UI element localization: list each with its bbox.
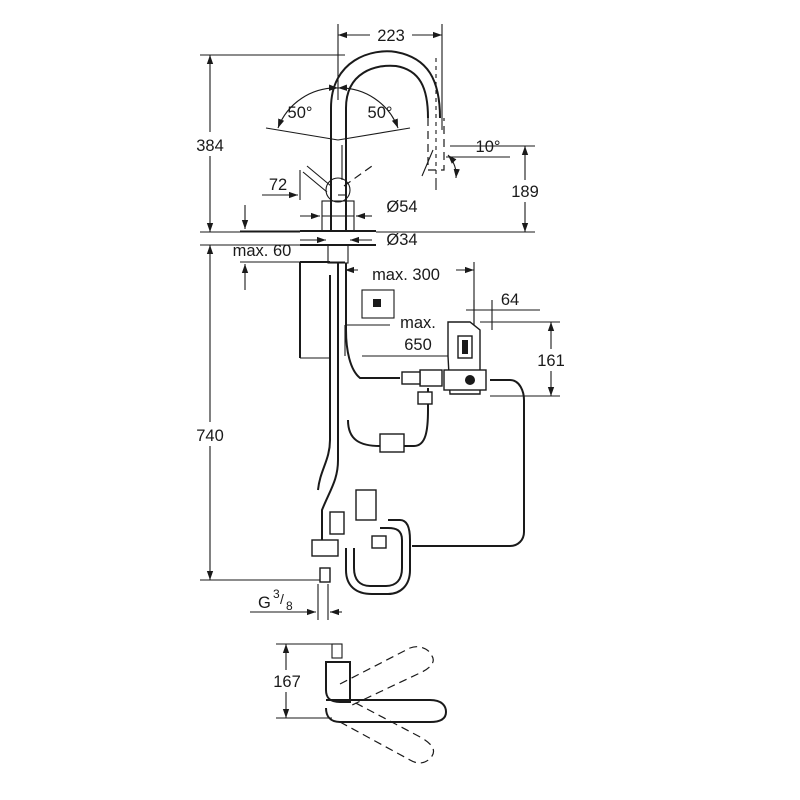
label-10: 10° [476, 138, 501, 156]
plan-view [325, 643, 448, 764]
label-max650-line2: 650 [404, 336, 432, 354]
sensor-box [361, 289, 395, 319]
dimension-223: 223 [337, 24, 443, 130]
dimension-740: 740 [188, 244, 320, 581]
angle-10: 10° [435, 138, 510, 190]
label-max650-line1: max. [400, 314, 436, 332]
thread-g38: G 3 / 8 [250, 584, 342, 620]
label-189: 189 [511, 183, 539, 201]
dimension-167: 167 [266, 643, 332, 719]
dimension-dia34: Ø34 [300, 231, 418, 249]
label-50-left: 50° [288, 104, 313, 122]
label-64: 64 [501, 291, 519, 309]
label-thread-g: G [258, 594, 271, 612]
label-223: 223 [377, 27, 405, 45]
label-dia54: Ø54 [386, 198, 417, 216]
hoses [317, 263, 525, 595]
label-max60: max. 60 [233, 242, 292, 260]
dimension-72: 72 [262, 170, 346, 200]
dimension-dia54: Ø54 [300, 198, 418, 220]
counter-panel [299, 261, 345, 359]
control-box [443, 321, 487, 395]
label-384: 384 [196, 137, 224, 155]
angle-50-left: 50° [265, 84, 339, 141]
label-740: 740 [196, 427, 224, 445]
label-dia34: Ø34 [386, 231, 417, 249]
dimension-189: 189 [376, 145, 547, 233]
dimension-161: 161 [480, 321, 570, 397]
label-thread-num: 3 [273, 587, 280, 601]
label-50-right: 50° [368, 104, 393, 122]
dimension-64: 64 [466, 291, 540, 330]
angle-50-right: 50° [337, 84, 411, 141]
label-max300: max. 300 [372, 266, 440, 284]
label-72: 72 [269, 176, 287, 194]
hose-parts [311, 369, 443, 583]
thread-fraction-slash: / [280, 591, 284, 607]
label-167: 167 [273, 673, 301, 691]
dimension-max650: max. 650 [344, 314, 450, 357]
label-thread-den: 8 [286, 599, 293, 613]
dimension-max60: max. 60 [233, 205, 300, 290]
label-161: 161 [537, 352, 565, 370]
faucet-body [300, 50, 445, 264]
dimension-384: 384 [188, 54, 345, 233]
